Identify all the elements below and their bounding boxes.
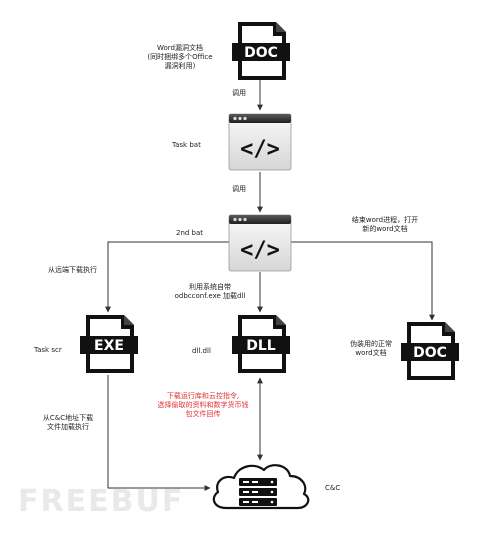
decoy-doc-label: 伪装用的正常 word文档 xyxy=(350,340,392,357)
edge-label-cnc-download: 从C&C地址下载 文件加载执行 xyxy=(42,414,94,431)
edge-taskscr-to-cnc xyxy=(107,375,211,491)
edge-label-end-word: 结束word进程，打开 新的word文档 xyxy=(351,216,419,233)
edge-label-cnc-commands: 下载运行库和云控指令, 选择偷取的资料和数字货币钱 包文件回传 xyxy=(157,392,249,418)
exe-badge: EXE xyxy=(94,338,124,354)
edge-label-download-exec: 从远端下载执行 xyxy=(48,266,97,274)
freebuf-watermark: FREEBUF xyxy=(18,484,185,519)
task-scr-label: Task scr xyxy=(34,346,62,354)
edge-label-call-1: 调用 xyxy=(232,89,246,97)
task-bat-window-icon: </> xyxy=(228,113,292,171)
task-bat-label: Task bat xyxy=(172,141,201,149)
cnc-label: C&C xyxy=(325,484,341,492)
second-bat-label: 2nd bat xyxy=(176,229,204,237)
edge-label-odbcconf: 利用系统自带 odbcconf.exe 加载dll xyxy=(174,283,246,300)
exe-file-icon: EXE xyxy=(80,315,138,373)
dll-file-icon: DLL xyxy=(232,315,290,373)
server-rack-icon xyxy=(239,478,277,506)
edge-2ndbat-to-decoy xyxy=(290,241,435,321)
cloud-server-icon xyxy=(212,464,310,510)
code-glyph: </> xyxy=(240,238,280,263)
dll-badge: DLL xyxy=(246,338,276,354)
dll-label: dll.dll xyxy=(192,347,211,355)
doc-badge: DOC xyxy=(413,345,447,361)
code-glyph: </> xyxy=(240,137,280,162)
connectors xyxy=(105,80,435,491)
edge-label-call-2: 调用 xyxy=(232,185,246,193)
word-doc-icon: DOC xyxy=(232,22,290,80)
edge-2ndbat-to-taskscr xyxy=(105,241,230,313)
second-bat-window-icon: </> xyxy=(228,214,292,272)
doc-badge: DOC xyxy=(244,45,278,61)
decoy-doc-icon: DOC xyxy=(401,322,459,380)
word-doc-label: Word漏洞文档 (同时捆绑多个Office 漏洞利用) xyxy=(147,44,213,70)
